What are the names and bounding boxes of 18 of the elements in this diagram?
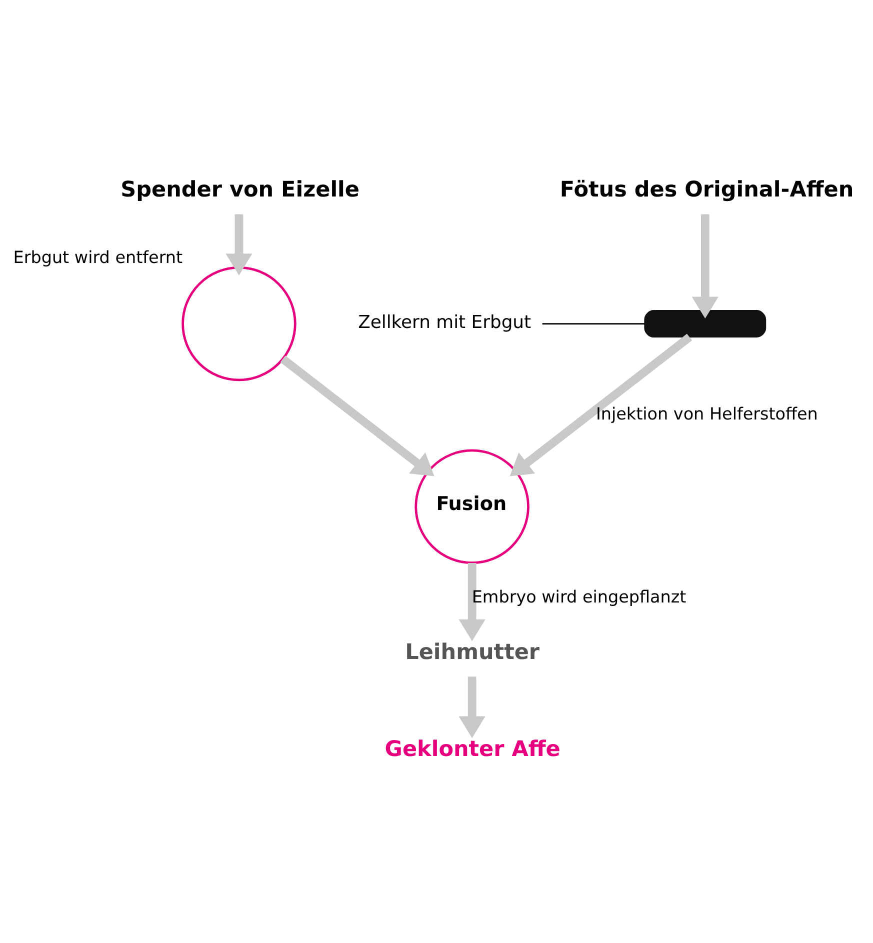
arrow: [458, 562, 486, 641]
edge-label: Injektion von Helferstoffen: [596, 403, 818, 424]
arrow: [510, 333, 692, 476]
edge-label: Embryo wird eingepflanzt: [472, 586, 686, 606]
arrow: [458, 676, 486, 738]
node-text: Leihmutter: [405, 639, 540, 664]
node-label: Erbgut wird entfernt: [13, 246, 183, 267]
connector: [542, 322, 645, 324]
node-text: Zellkern mit Erbgut: [358, 311, 532, 332]
node-text: Spender von Eizelle: [120, 176, 360, 202]
node-circle: [182, 266, 296, 381]
node-circle: Fusion: [414, 448, 530, 564]
arrow: [226, 214, 252, 275]
node-box: [644, 310, 766, 338]
node-text: Geklonter Affe: [384, 736, 560, 762]
node-text: Fötus des Original-Affen: [560, 176, 854, 202]
arrow: [692, 214, 718, 318]
arrow: [280, 355, 434, 476]
